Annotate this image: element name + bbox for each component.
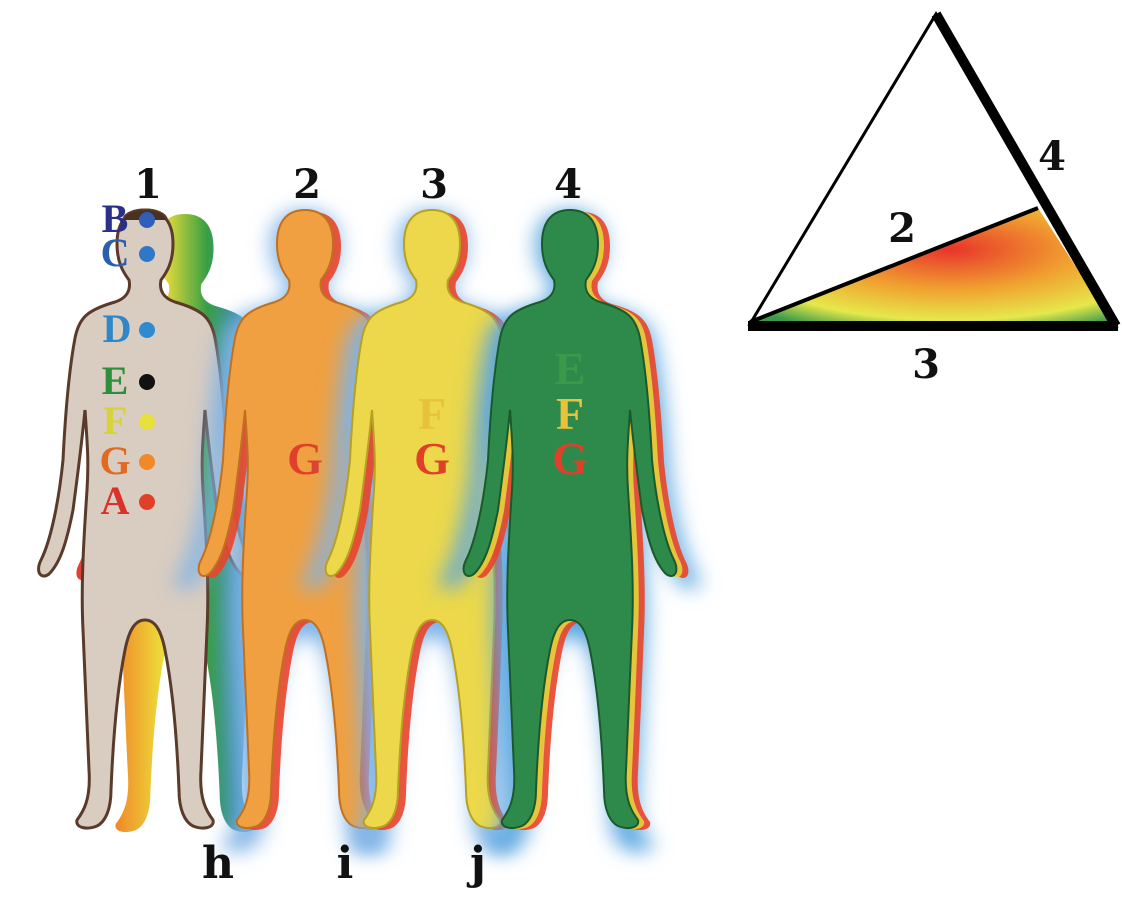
figure-4-letters: EFG [552,343,588,484]
chakra-dot-d [139,322,155,338]
body-letter-f: F [418,388,446,439]
chakra-letter-e: E [102,358,129,403]
chakra-dot-b [139,212,155,228]
bottom-label-i: i [337,838,354,889]
figure-2-letters: G [287,433,323,484]
body-letter-g: G [414,433,450,484]
body-letter-g: G [287,433,323,484]
chakra-dot-c [139,246,155,262]
chakra-letter-a: A [101,478,130,523]
chakra-letter-g: G [99,438,130,483]
body-letter-e: E [555,343,586,394]
triangle-label-2: 2 [888,205,916,252]
bottom-label-h: h [202,838,234,889]
body-letter-f: F [556,388,584,439]
triangle-label-4: 4 [1038,133,1066,180]
figure-number-1: 1 [134,161,162,208]
figure-number-4: 4 [554,161,582,208]
triangle-colored-region [750,208,1114,326]
chakra-dot-g [139,454,155,470]
triangle-diagram: 2 3 4 [747,11,1121,388]
chakra-dot-a [139,494,155,510]
figure-2: G [177,209,433,853]
chakra-letter-b: B [102,196,129,241]
chakra-letter-f: F [103,398,127,443]
triangle-side-4 [931,11,1121,329]
figure-number-2: 2 [293,161,321,208]
triangle-side-2 [749,206,1039,324]
figure-3-letters: FG [414,388,450,484]
figure-3: FG [304,209,560,853]
body-letter-g: G [552,433,588,484]
figure-4: EFG [442,209,698,853]
figure-number-3: 3 [420,161,448,208]
chakra-letter-c: C [101,230,130,275]
bottom-label-j: j [466,838,486,889]
chakra-letter-d: D [103,306,132,351]
chakra-dot-e [139,374,155,390]
chakra-dot-f [139,414,155,430]
triangle-label-3: 3 [912,341,940,388]
